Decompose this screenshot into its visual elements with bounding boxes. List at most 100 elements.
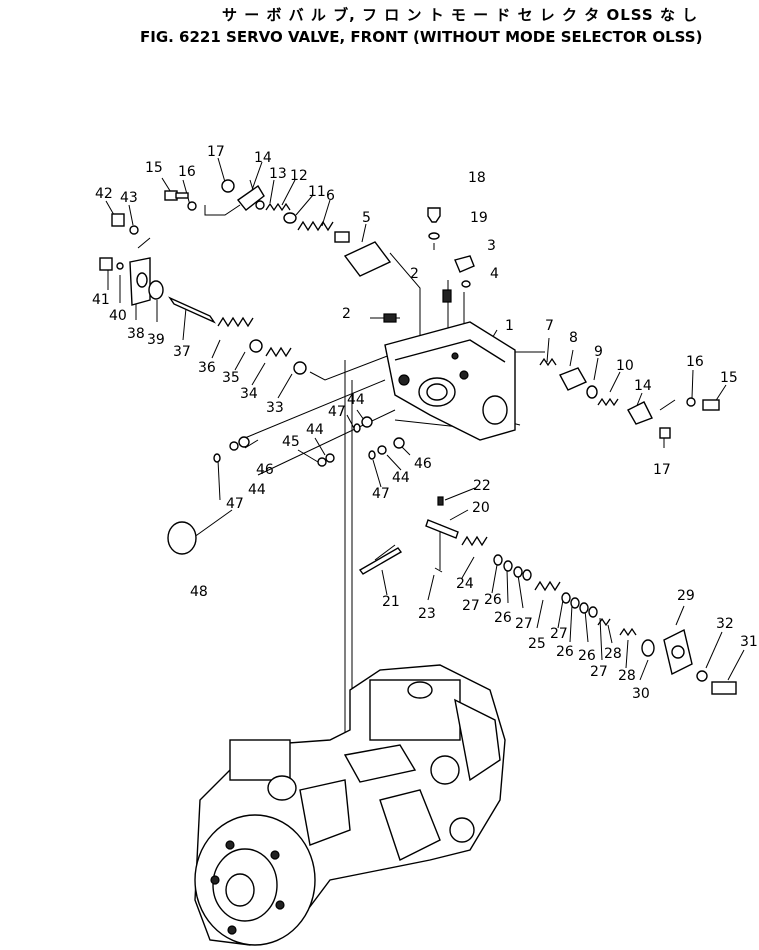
cover-14-right <box>627 401 653 425</box>
oring-4 <box>461 280 471 288</box>
title-english: FIG. 6221 SERVO VALVE, FRONT (WITHOUT MO… <box>140 28 702 46</box>
callout-31: 31 <box>740 634 758 650</box>
callout-12: 12 <box>290 168 308 184</box>
bolt-42 <box>111 213 125 227</box>
spool-6-end <box>334 231 350 243</box>
pin-22 <box>437 496 444 506</box>
callout-35: 35 <box>222 370 240 386</box>
callout-18: 18 <box>468 170 486 186</box>
callout-33: 33 <box>266 400 284 416</box>
ring-26-d <box>579 602 589 614</box>
callout-27-a: 27 <box>462 598 480 614</box>
washer-40 <box>116 262 124 270</box>
oring-27-c <box>561 592 571 604</box>
cover-38-hole <box>136 272 148 288</box>
oring-39 <box>148 280 164 300</box>
callout-41: 41 <box>92 292 110 308</box>
washer-16-left <box>187 201 197 211</box>
rod-37 <box>168 296 216 324</box>
bolt-31 <box>711 681 737 695</box>
cover-29-hole <box>671 645 685 659</box>
ring-26-a <box>503 560 513 572</box>
title-japanese: サ ー ボ バ ル ブ, フ ロ ン ト モ ー ド セ レ ク タ OLSS … <box>222 6 698 24</box>
spring-36 <box>217 316 254 328</box>
plug-7 <box>539 357 557 367</box>
callout-26-c: 26 <box>556 644 574 660</box>
callout-26-d: 26 <box>578 648 596 664</box>
sleeve-8 <box>559 367 587 391</box>
oring-27-d <box>588 606 598 618</box>
pump-assembly <box>194 664 506 946</box>
spring-25 <box>534 580 561 592</box>
oring-47-mid <box>353 423 361 433</box>
oring-47-right <box>368 450 376 460</box>
washer-32 <box>696 670 708 682</box>
bolt-15-left <box>164 190 189 201</box>
oring-48 <box>167 521 197 555</box>
callout-3: 3 <box>487 238 496 254</box>
callout-43: 43 <box>120 190 138 206</box>
callout-38: 38 <box>127 326 145 342</box>
parts <box>99 179 737 695</box>
callout-13: 13 <box>269 166 287 182</box>
bolt-18 <box>427 207 441 223</box>
callout-26-b: 26 <box>494 610 512 626</box>
callout-24: 24 <box>456 576 474 592</box>
oring-27-a <box>493 554 503 566</box>
callout-47-left: 47 <box>226 496 244 512</box>
callout-29: 29 <box>677 588 695 604</box>
oring-44-b <box>325 453 335 463</box>
callout-9: 9 <box>594 344 603 360</box>
callout-7: 7 <box>545 318 554 334</box>
callout-46-right: 46 <box>414 456 432 472</box>
callout-39: 39 <box>147 332 165 348</box>
callout-14-right: 14 <box>634 378 652 394</box>
callout-25: 25 <box>528 636 546 652</box>
spring-24 <box>461 535 488 547</box>
callout-40: 40 <box>109 308 127 324</box>
shaft-20 <box>425 519 459 539</box>
oring-47-left <box>213 453 221 463</box>
ring-26-c <box>570 597 580 609</box>
spring-12 <box>265 202 291 212</box>
callout-23: 23 <box>418 606 436 622</box>
cap-3 <box>454 255 475 273</box>
callout-42: 42 <box>95 186 113 202</box>
callout-37: 37 <box>173 344 191 360</box>
callout-27-c: 27 <box>550 626 568 642</box>
plug-45 <box>317 457 327 467</box>
callout-36: 36 <box>198 360 216 376</box>
callout-44-a: 44 <box>248 482 266 498</box>
callout-numbers: 1 2 2 3 4 5 6 7 8 9 10 11 12 13 14 14 15… <box>92 144 758 702</box>
callout-2-a: 2 <box>410 266 419 282</box>
callout-27-d: 27 <box>590 664 608 680</box>
callout-30: 30 <box>632 686 650 702</box>
callout-26-a: 26 <box>484 592 502 608</box>
callout-45: 45 <box>282 434 300 450</box>
callout-19: 19 <box>470 210 488 226</box>
callout-15-left: 15 <box>145 160 163 176</box>
ring-33 <box>293 361 307 375</box>
callout-32: 32 <box>716 616 734 632</box>
callout-47-mid: 47 <box>328 404 346 420</box>
callout-47-right: 47 <box>372 486 390 502</box>
callout-28-a: 28 <box>604 646 622 662</box>
pin-23 <box>434 567 443 573</box>
oring-44-a <box>238 436 250 448</box>
callout-16-left: 16 <box>178 164 196 180</box>
spring-28-b <box>619 627 637 637</box>
callout-21: 21 <box>382 594 400 610</box>
callout-16-right: 16 <box>686 354 704 370</box>
oring-27-b <box>522 569 532 581</box>
callout-20: 20 <box>472 500 490 516</box>
piston-5 <box>343 241 392 277</box>
oring-19 <box>428 232 440 240</box>
callout-4: 4 <box>490 266 499 282</box>
callout-34: 34 <box>240 386 258 402</box>
oring-30 <box>641 639 655 657</box>
cover-14-top <box>236 184 265 211</box>
callout-28-b: 28 <box>618 668 636 684</box>
callout-11: 11 <box>308 184 326 200</box>
callout-6: 6 <box>326 188 335 204</box>
